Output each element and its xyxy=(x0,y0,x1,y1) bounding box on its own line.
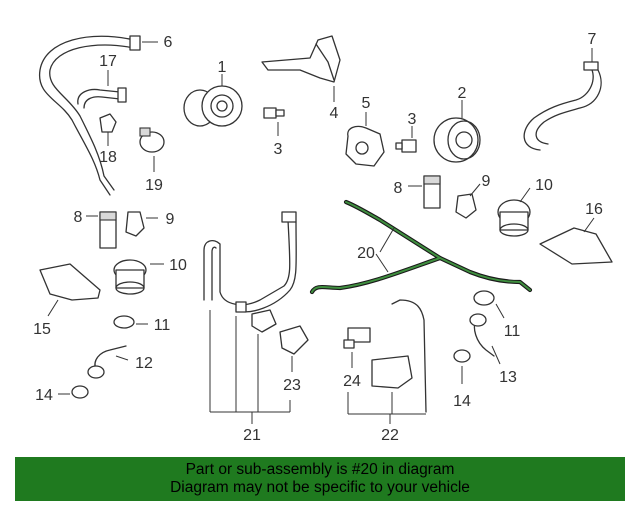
valve-part-8-right xyxy=(408,175,441,209)
valve-part-19 xyxy=(139,127,165,172)
callout-16: 16 xyxy=(585,201,603,218)
gasket-part-14-left xyxy=(58,385,89,399)
clip-part-18 xyxy=(99,113,117,146)
callout-13: 13 xyxy=(499,369,517,386)
bracket-part-9-right xyxy=(455,183,481,219)
sensor-part-3a xyxy=(263,107,285,136)
banner-line-2: Diagram may not be specific to your vehi… xyxy=(170,479,470,496)
callout-4: 4 xyxy=(330,105,339,122)
hose-part-6 xyxy=(38,35,158,196)
notice-banner: Part or sub-assembly is #20 in diagram D… xyxy=(15,457,625,501)
bracket-part-22 xyxy=(347,299,427,424)
valve-part-8-left xyxy=(86,211,117,249)
callout-6: 6 xyxy=(164,34,173,51)
callout-1: 1 xyxy=(218,59,227,76)
bracket-part-15 xyxy=(39,263,101,317)
pipe-part-13 xyxy=(469,313,501,365)
callout-19: 19 xyxy=(145,177,163,194)
gasket-part-5 xyxy=(345,112,385,167)
callout-18: 18 xyxy=(99,149,117,166)
callout-3-right: 3 xyxy=(408,111,417,128)
hose-part-7 xyxy=(523,48,602,151)
callout-5: 5 xyxy=(362,95,371,112)
air-pump-part-1 xyxy=(183,74,243,127)
gasket-part-11-right xyxy=(473,290,505,319)
callout-11-left: 11 xyxy=(154,317,171,334)
bracket-part-9-left xyxy=(125,211,158,237)
gasket-part-11-left xyxy=(113,315,148,329)
pipe-part-12 xyxy=(87,345,129,379)
callout-8-left: 8 xyxy=(74,209,83,226)
banner-line-1: Part or sub-assembly is #20 in diagram xyxy=(185,461,455,478)
callout-9-left: 9 xyxy=(166,211,175,228)
bracket-part-4 xyxy=(261,35,341,102)
callout-7: 7 xyxy=(588,31,597,48)
callout-3-left: 3 xyxy=(274,141,283,158)
pipe-assembly-part-21 xyxy=(203,211,309,424)
callout-21: 21 xyxy=(243,427,261,444)
bracket-part-16 xyxy=(539,217,613,265)
hose-part-17 xyxy=(77,70,127,109)
solenoid-part-24 xyxy=(343,327,371,368)
callout-14-right: 14 xyxy=(453,393,471,410)
callout-23: 23 xyxy=(283,377,301,394)
callout-8-right: 8 xyxy=(394,180,403,197)
callout-22: 22 xyxy=(381,427,399,444)
callout-24: 24 xyxy=(343,373,361,390)
callout-10-left: 10 xyxy=(169,257,187,274)
hose-clamp xyxy=(129,35,141,51)
callout-12: 12 xyxy=(135,355,153,372)
valve-part-2 xyxy=(433,100,481,163)
sensor-part-3b xyxy=(395,126,417,153)
callout-2: 2 xyxy=(458,85,467,102)
callout-labels: 1 2 3 3 4 5 6 7 8 8 9 9 10 10 11 11 12 1… xyxy=(33,31,603,444)
gasket-part-14-right xyxy=(453,349,471,384)
valve-part-10-left xyxy=(113,259,164,295)
callout-11-right: 11 xyxy=(504,323,521,340)
callout-20: 20 xyxy=(357,245,375,262)
valve-part-10-right xyxy=(497,187,531,237)
callout-17: 17 xyxy=(99,53,117,70)
callout-15: 15 xyxy=(33,321,51,338)
callout-10-right: 10 xyxy=(535,177,553,194)
highlighted-pipe-part-20 xyxy=(309,199,533,295)
callout-14-left: 14 xyxy=(35,387,53,404)
callout-9-right: 9 xyxy=(482,173,491,190)
